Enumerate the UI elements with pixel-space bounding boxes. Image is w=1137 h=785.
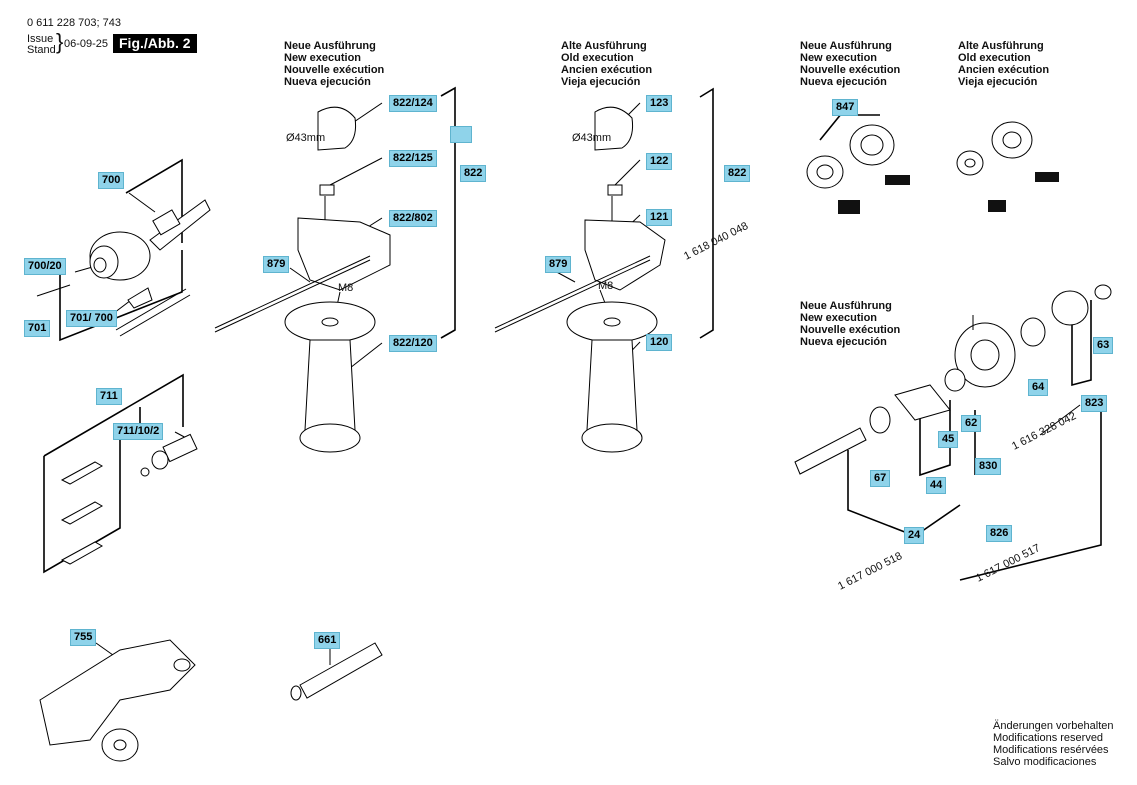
stand-label: Stand bbox=[27, 44, 56, 56]
diameter-label-new: Ø43mm bbox=[286, 132, 326, 144]
callout-823[interactable]: 823 bbox=[1081, 395, 1108, 412]
callout-879-old[interactable]: 879 bbox=[545, 256, 572, 273]
bracket-701 bbox=[59, 250, 183, 342]
callout-45[interactable]: 45 bbox=[938, 431, 959, 448]
thread-label-old: M8 bbox=[598, 280, 614, 292]
seal-section-marks bbox=[838, 172, 1059, 214]
bracket-822-old bbox=[699, 87, 714, 339]
callout-121[interactable]: 121 bbox=[646, 209, 673, 226]
callout-701[interactable]: 701 bbox=[24, 320, 51, 337]
heading-new-execution-2: Neue Ausführung New execution Nouvelle e… bbox=[800, 40, 901, 88]
auxiliary-handle-old bbox=[494, 106, 666, 453]
callout-123[interactable]: 123 bbox=[646, 95, 673, 112]
callout-847[interactable]: 847 bbox=[832, 99, 859, 116]
callout-44[interactable]: 44 bbox=[926, 477, 947, 494]
callout-67[interactable]: 67 bbox=[870, 470, 891, 487]
thread-label-new: M8 bbox=[338, 282, 354, 294]
bracket-822-new bbox=[440, 86, 456, 339]
modifications-note: Änderungen vorbehalten Modifications res… bbox=[993, 720, 1114, 768]
callout-700[interactable]: 700 bbox=[98, 172, 125, 189]
issue-label: Issue bbox=[27, 33, 54, 45]
callout-826[interactable]: 826 bbox=[986, 525, 1013, 542]
callout-63[interactable]: 63 bbox=[1093, 337, 1114, 354]
issue-date: 06-09-25 bbox=[64, 38, 109, 50]
callout-755[interactable]: 755 bbox=[70, 629, 97, 646]
callout-24[interactable]: 24 bbox=[904, 527, 925, 544]
callout-64[interactable]: 64 bbox=[1028, 379, 1049, 396]
right-angle-attachment bbox=[39, 639, 196, 762]
callout-62[interactable]: 62 bbox=[961, 415, 982, 432]
seals bbox=[806, 121, 1033, 189]
heading-new-execution-1: Neue Ausführung New execution Nouvelle e… bbox=[284, 40, 385, 88]
callout-711[interactable]: 711 bbox=[96, 388, 122, 405]
heading-old-execution-2: Alte Ausführung Old execution Ancien exé… bbox=[958, 40, 1050, 88]
diameter-label-old: Ø43mm bbox=[572, 132, 612, 144]
callout-822-old[interactable]: 822 bbox=[724, 165, 751, 182]
callout-822-120[interactable]: 822/120 bbox=[389, 335, 437, 352]
brace-glyph: } bbox=[56, 29, 64, 54]
grease-tube bbox=[290, 642, 383, 701]
callout-879-new[interactable]: 879 bbox=[263, 256, 290, 273]
callout-711-10-2[interactable]: 711/10/2 bbox=[113, 423, 164, 440]
callout-822-124[interactable]: 822/124 bbox=[389, 95, 437, 112]
screwdriver-bits bbox=[60, 433, 198, 565]
callout-822-802[interactable]: 822/802 bbox=[389, 210, 437, 227]
callout-822-new[interactable]: 822 bbox=[460, 165, 487, 182]
callout-830[interactable]: 830 bbox=[975, 458, 1002, 475]
part-number-header: 0 611 228 703; 743 bbox=[27, 17, 121, 29]
drill-chuck bbox=[36, 199, 211, 337]
heading-old-execution-1: Alte Ausführung Old execution Ancien exé… bbox=[561, 40, 653, 88]
callout-blank[interactable] bbox=[450, 126, 472, 143]
auxiliary-handle-new bbox=[214, 106, 391, 453]
callout-120[interactable]: 120 bbox=[646, 334, 673, 351]
callout-822-125[interactable]: 822/125 bbox=[389, 150, 437, 167]
gear-assembly bbox=[794, 284, 1112, 475]
callout-122[interactable]: 122 bbox=[646, 153, 673, 170]
bracket-700 bbox=[125, 158, 183, 243]
callout-700-20[interactable]: 700/20 bbox=[24, 258, 66, 275]
callout-661[interactable]: 661 bbox=[314, 632, 341, 649]
callout-701-700[interactable]: 701/ 700 bbox=[66, 310, 117, 327]
figure-label: Fig./Abb. 2 bbox=[113, 34, 197, 53]
heading-new-execution-3: Neue Ausführung New execution Nouvelle e… bbox=[800, 300, 901, 348]
